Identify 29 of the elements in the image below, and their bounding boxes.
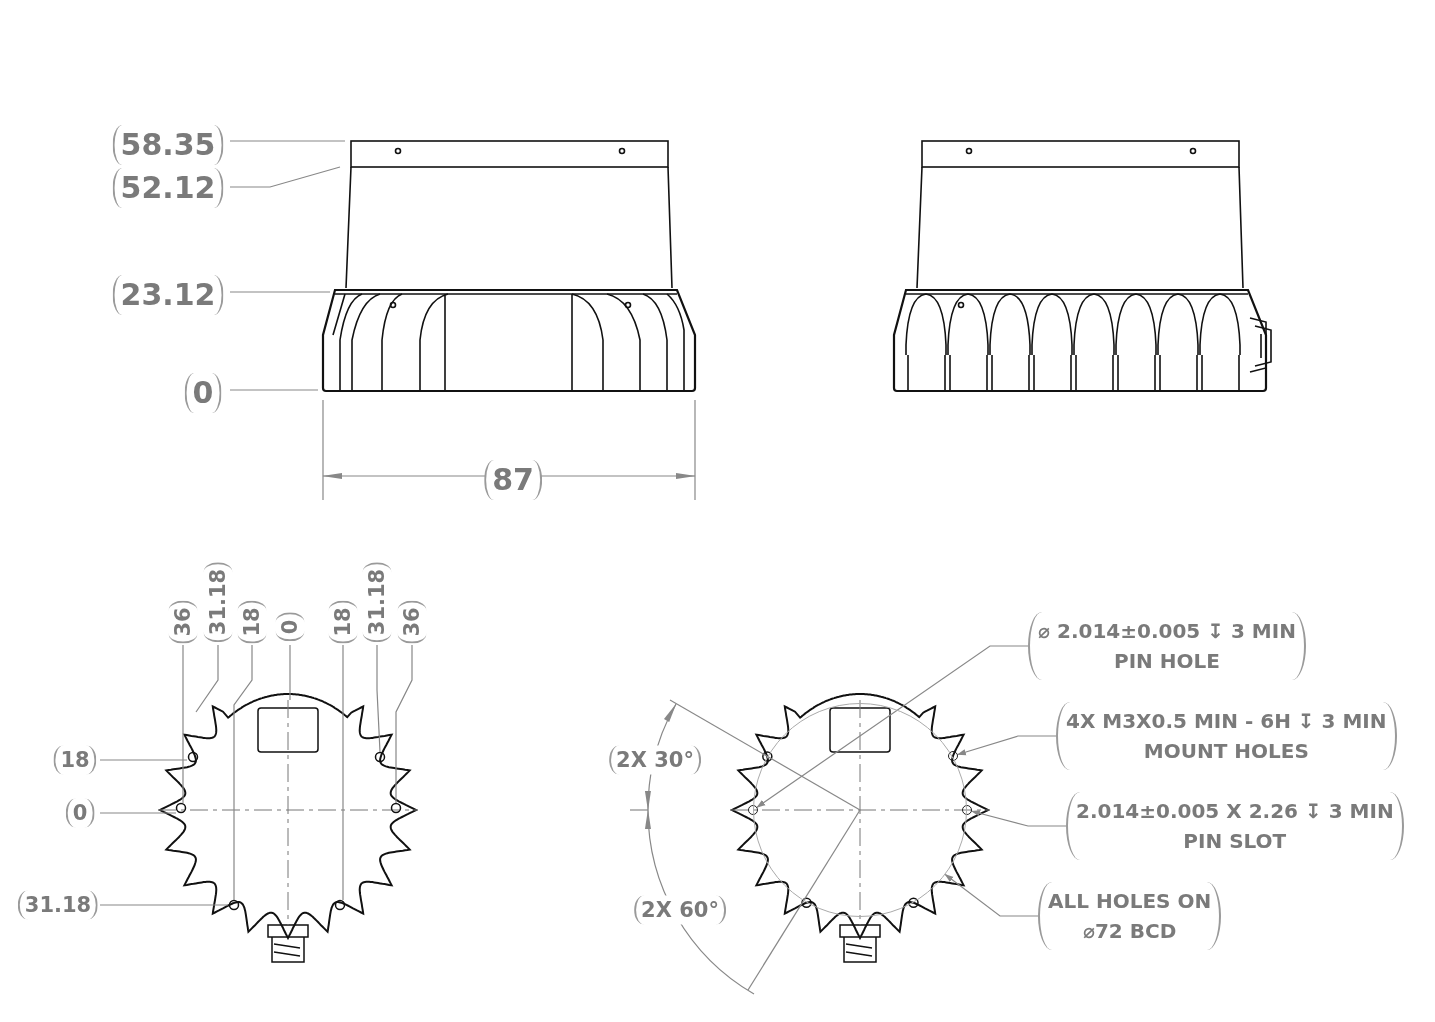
- dimension-value: 18: [53, 745, 97, 775]
- dimension-value: 0: [275, 612, 305, 642]
- callout-text: PIN SLOT: [1183, 828, 1287, 855]
- dimension-value: 18: [328, 600, 358, 644]
- callout-text: ALL HOLES ON: [1048, 888, 1212, 915]
- dimension-value: 0: [184, 373, 222, 413]
- callout-text: MOUNT HOLES: [1143, 738, 1309, 765]
- leader-line: [970, 810, 1067, 827]
- dimension-value: 36: [397, 600, 427, 644]
- callout-text: PIN HOLE: [1114, 648, 1220, 675]
- dimension-value: 52.12: [112, 168, 224, 208]
- callout-text: ⌀72 BCD: [1082, 918, 1177, 945]
- callout-text: ⌀ 2.014±0.005 ↧ 3 MIN: [1038, 618, 1296, 645]
- dimension-value: 31.18: [203, 561, 233, 643]
- leader-line: [944, 874, 1039, 917]
- leader-line: [956, 735, 1057, 756]
- dimension-value: 87: [484, 460, 542, 500]
- callout-text: 4X M3X0.5 MIN - 6H ↧ 3 MIN: [1066, 708, 1387, 735]
- leader-line: [756, 645, 1029, 808]
- dimension-value: 2X 60°: [634, 895, 726, 925]
- dimension-value: 36: [168, 600, 198, 644]
- dimension-value: 31.18: [17, 890, 99, 920]
- callout-text: 2.014±0.005 X 2.26 ↧ 3 MIN: [1076, 798, 1394, 825]
- dimension-value: 2X 30°: [609, 745, 701, 775]
- dimension-value: 23.12: [112, 275, 224, 315]
- dimension-value: 18: [237, 600, 267, 644]
- dimension-value: 31.18: [362, 561, 392, 643]
- dimension-value: 0: [65, 798, 95, 828]
- dimension-value: 58.35: [112, 125, 224, 165]
